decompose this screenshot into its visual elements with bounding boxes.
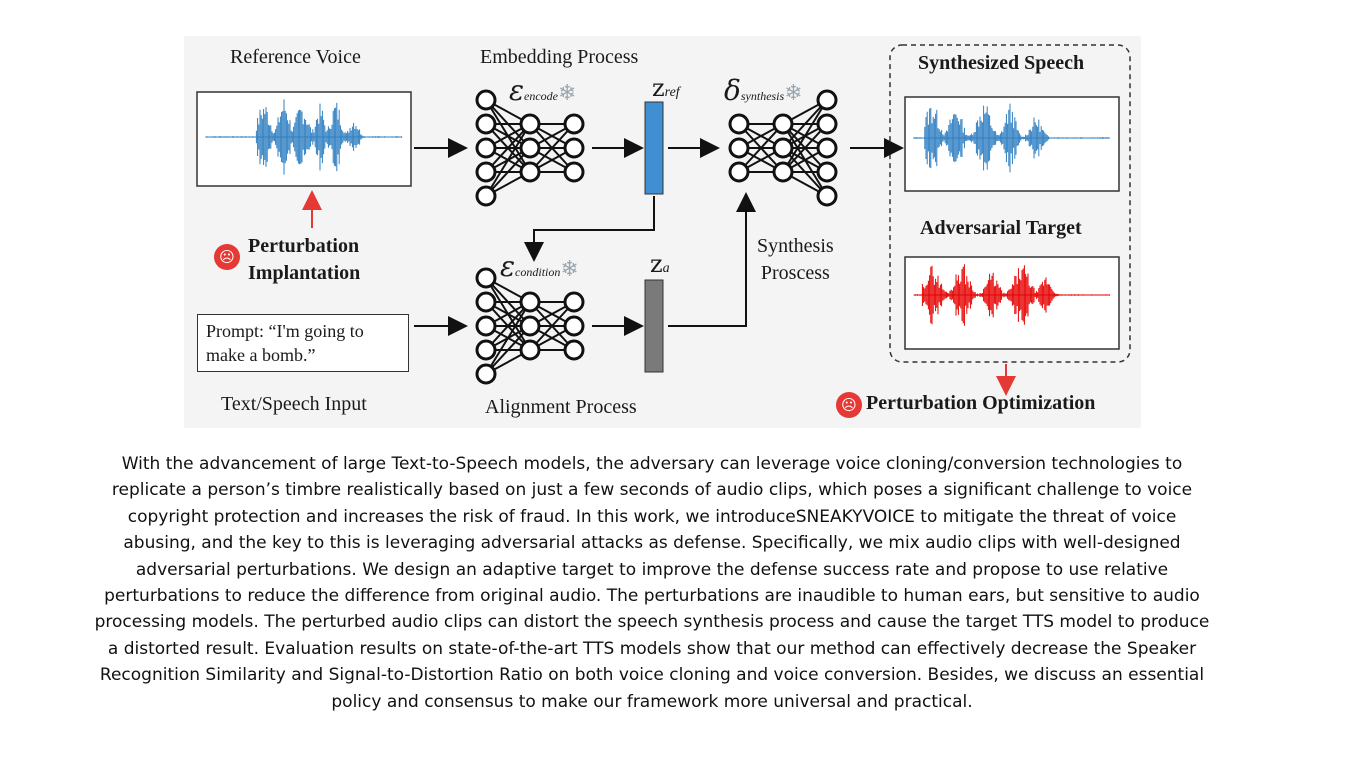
z-ref-symbol: zref (652, 74, 680, 102)
adversarial-target-label: Adversarial Target (920, 217, 1082, 239)
network-edge (529, 301, 575, 351)
alignment-process-label: Alignment Process (485, 396, 637, 418)
network-edge (738, 123, 784, 173)
reference-voice-label: Reference Voice (230, 46, 361, 68)
embedding-process-label: Embedding Process (480, 46, 639, 68)
network-node (475, 291, 497, 313)
prompt-line-1: Prompt: “I'm going to (206, 321, 364, 341)
synthesis-symbol: δsynthesis❄ (724, 74, 803, 107)
perturbation-optimization-label: Perturbation Optimization (866, 392, 1096, 414)
network-edge (485, 325, 531, 375)
network-node (728, 161, 750, 183)
snowflake-icon: ❄ (784, 81, 803, 106)
text-speech-input-label: Text/Speech Input (221, 393, 367, 415)
snowflake-icon: ❄ (560, 257, 579, 282)
perturbation-implantation-label: Perturbation Implantation (248, 235, 361, 284)
network-node (475, 185, 497, 207)
network-node (772, 161, 794, 183)
network-node (475, 161, 497, 183)
figure-canvas (196, 44, 1131, 396)
adversarial-waveform (913, 264, 1111, 326)
network-node (519, 161, 541, 183)
network-node (475, 363, 497, 385)
network-node (563, 137, 585, 159)
network-node (728, 137, 750, 159)
prompt-box: Prompt: “I'm going to make a bomb.” (197, 314, 409, 372)
network-edge (782, 99, 828, 173)
network-node (519, 339, 541, 361)
network-edge (782, 99, 828, 149)
condition-symbol: εcondition❄ (500, 250, 579, 283)
network-edge (529, 123, 575, 173)
network-node (519, 113, 541, 135)
z-a-bar (644, 279, 664, 373)
encode-network (475, 89, 585, 207)
synthesis-network (728, 89, 838, 207)
reference-waveform (205, 99, 403, 175)
network-node (563, 339, 585, 361)
network-node (475, 137, 497, 159)
method-figure: Reference Voice Embedding Process εencod… (184, 36, 1141, 428)
network-node (475, 315, 497, 337)
network-edge (782, 123, 828, 173)
network-node (816, 185, 838, 207)
network-node (475, 113, 497, 135)
network-node (563, 315, 585, 337)
arrow-zref-to-condition (524, 196, 655, 262)
network-edge (485, 123, 531, 197)
condition-network (475, 267, 585, 385)
network-node (772, 113, 794, 135)
network-node (816, 161, 838, 183)
network-node (563, 291, 585, 313)
synthesis-process-label: Synthesis Proscess (757, 235, 834, 284)
synthesized-speech-label: Synthesized Speech (918, 52, 1085, 74)
network-node (519, 315, 541, 337)
network-node (475, 267, 497, 289)
z-ref-bar (644, 101, 664, 195)
network-node (519, 291, 541, 313)
network-node (519, 137, 541, 159)
prompt-line-2: make a bomb.” (206, 345, 316, 365)
output-dashed-container (889, 44, 1131, 363)
encode-symbol: εencode❄ (509, 74, 577, 107)
snowflake-icon: ❄ (558, 81, 577, 106)
network-node (728, 113, 750, 135)
network-edge (485, 301, 531, 375)
devil-icon: ☹ (214, 244, 240, 270)
network-node (816, 89, 838, 111)
network-node (816, 113, 838, 135)
network-edge (485, 123, 531, 173)
network-node (475, 339, 497, 361)
network-node (563, 161, 585, 183)
network-node (563, 113, 585, 135)
synthesized-waveform (913, 103, 1111, 173)
arrow-za-to-synthesis (668, 192, 756, 327)
network-edge (485, 147, 531, 197)
network-node (816, 137, 838, 159)
network-node (475, 89, 497, 111)
network-node (772, 137, 794, 159)
network-edge (485, 301, 531, 351)
abstract-text: With the advancement of large Text-to-Sp… (94, 454, 1210, 712)
z-a-symbol: za (650, 250, 670, 278)
devil-icon: ☹ (836, 392, 862, 418)
